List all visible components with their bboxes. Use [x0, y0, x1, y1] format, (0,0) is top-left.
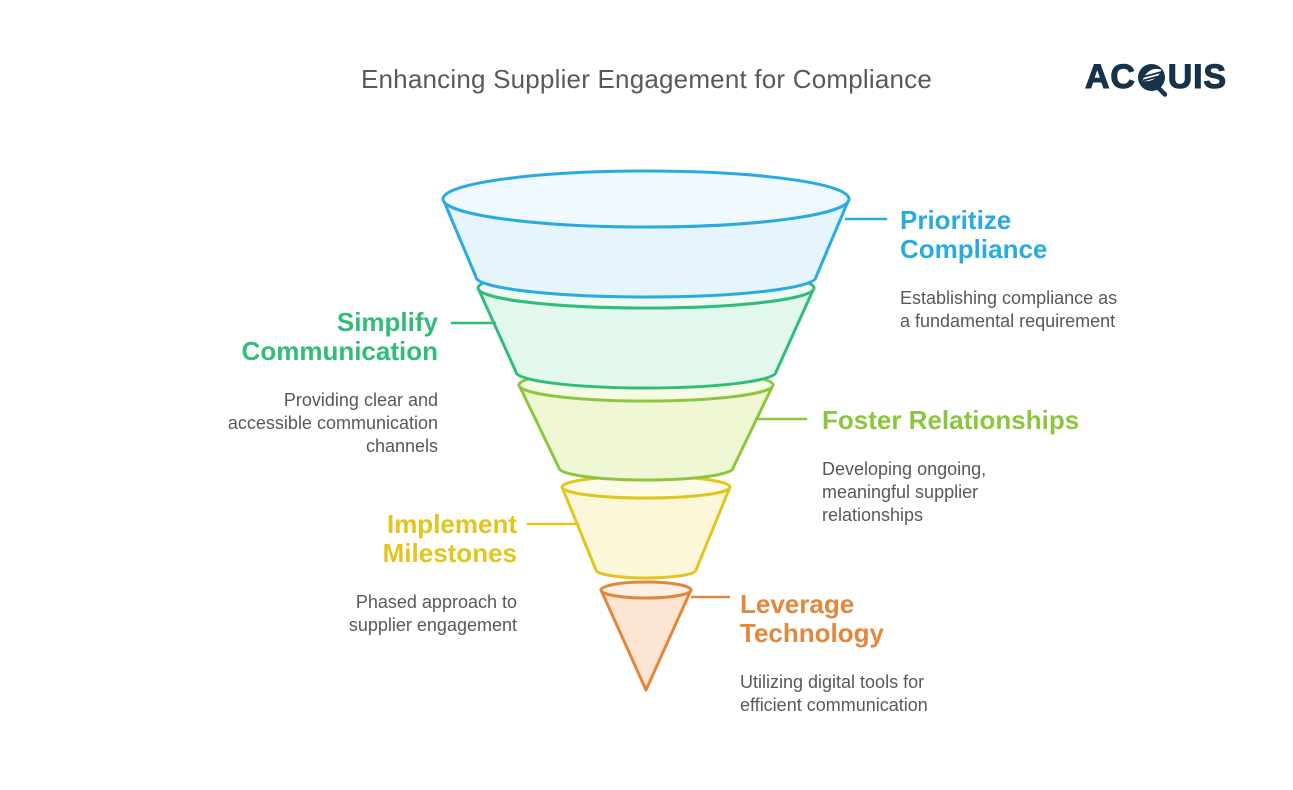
stage-label-leverage: Leverage Technology Utilizing digital to… [740, 590, 968, 717]
stage-description: Establishing compliance as a fundamental… [900, 288, 1118, 331]
funnel-stage-implement-body [560, 485, 732, 580]
q-leaf-icon [1137, 64, 1167, 97]
stage-heading: Implement Milestones [382, 509, 517, 568]
funnel-stage-leverage [599, 580, 731, 692]
stage-heading: Leverage Technology [740, 589, 884, 648]
stage-label-simplify: Simplify Communication Providing clear a… [213, 308, 438, 458]
stage-heading: Simplify Communication [241, 307, 438, 366]
page-title: Enhancing Supplier Engagement for Compli… [360, 64, 933, 94]
funnel-stage-prioritize-rim [441, 169, 851, 229]
funnel-stage-prioritize [441, 169, 888, 299]
logo-text-prefix: AC [1084, 58, 1136, 96]
funnel-stage-implement [526, 474, 732, 580]
logo-text-suffix: UIS [1167, 58, 1227, 96]
stage-label-prioritize: Prioritize Compliance Establishing compl… [900, 206, 1125, 333]
stage-description: Phased approach to supplier engagement [348, 592, 517, 635]
stage-label-foster: Foster Relationships Developing ongoing,… [822, 406, 1112, 527]
funnel-stage-leverage-body [599, 588, 693, 692]
stage-label-implement: Implement Milestones Phased approach to … [327, 510, 517, 637]
stage-heading: Prioritize Compliance [900, 205, 1048, 264]
acquis-logo: AC UIS [1084, 58, 1227, 97]
funnel-stage-leverage-rim [599, 580, 693, 600]
stage-description: Utilizing digital tools for efficient co… [740, 672, 928, 715]
stage-heading: Foster Relationships [822, 405, 1080, 435]
stage-description: Developing ongoing, meaningful supplier … [822, 459, 987, 525]
stage-description: Providing clear and accessible communica… [227, 390, 438, 456]
